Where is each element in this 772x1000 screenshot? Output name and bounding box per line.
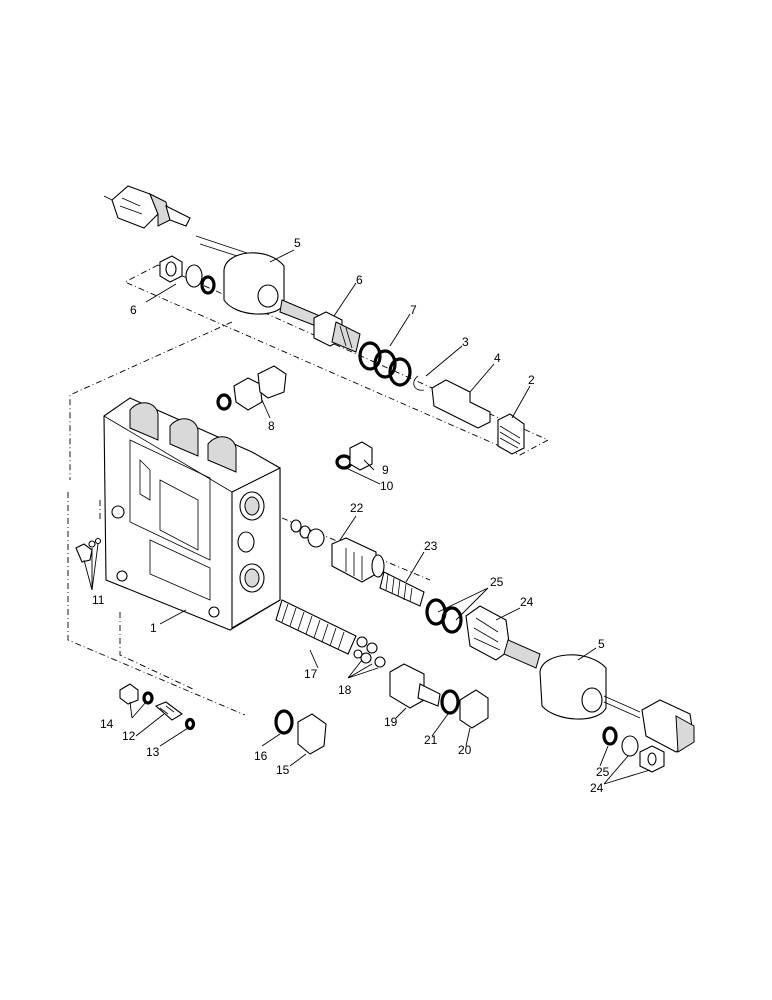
callout-3: 3 <box>462 335 469 349</box>
callout-7: 7 <box>410 303 417 317</box>
callout-5-top: 5 <box>294 236 301 250</box>
callout-labels: 5 6 6 7 3 4 2 8 9 10 22 23 25 24 5 11 1 … <box>92 236 610 795</box>
middle-spool-assembly <box>281 517 541 669</box>
callout-16: 16 <box>254 749 268 763</box>
callout-23: 23 <box>424 539 438 553</box>
callout-11: 11 <box>92 593 105 607</box>
top-solenoid-stack <box>159 252 321 327</box>
callout-8: 8 <box>268 419 275 433</box>
leader-lines <box>83 249 651 785</box>
callout-2: 2 <box>528 373 535 387</box>
callout-18: 18 <box>338 683 352 697</box>
callout-20: 20 <box>458 743 472 757</box>
callout-25-mid: 25 <box>490 575 504 589</box>
callout-24-bottom: 24 <box>590 781 604 795</box>
callout-1: 1 <box>150 621 157 635</box>
callout-6-right: 6 <box>356 273 363 287</box>
callout-9: 9 <box>382 463 389 477</box>
callout-24-mid: 24 <box>520 595 534 609</box>
callout-19: 19 <box>384 715 398 729</box>
assembly-boundary-lines <box>67 264 550 716</box>
top-valve-cartridge <box>313 311 525 455</box>
callout-6-left: 6 <box>130 303 137 317</box>
callout-22: 22 <box>350 501 364 515</box>
callout-15: 15 <box>276 763 290 777</box>
lower-spool-assembly <box>275 599 489 729</box>
valve-body <box>103 397 281 631</box>
plug-nine <box>335 441 373 471</box>
callout-10: 10 <box>380 479 394 493</box>
drain-plug <box>274 709 327 755</box>
check-valve-parts <box>119 683 196 731</box>
callout-13: 13 <box>146 745 160 759</box>
small-plugs <box>75 537 102 563</box>
callout-4: 4 <box>494 351 501 365</box>
callout-5-bottom: 5 <box>598 637 605 651</box>
callout-17: 17 <box>304 667 318 681</box>
callout-12: 12 <box>122 729 136 743</box>
callout-14: 14 <box>100 717 114 731</box>
callout-25-bottom: 25 <box>596 765 610 779</box>
top-solenoid-connector <box>103 185 263 265</box>
callout-21: 21 <box>424 733 438 747</box>
lower-solenoid <box>539 654 695 773</box>
pressure-fitting <box>216 365 287 411</box>
